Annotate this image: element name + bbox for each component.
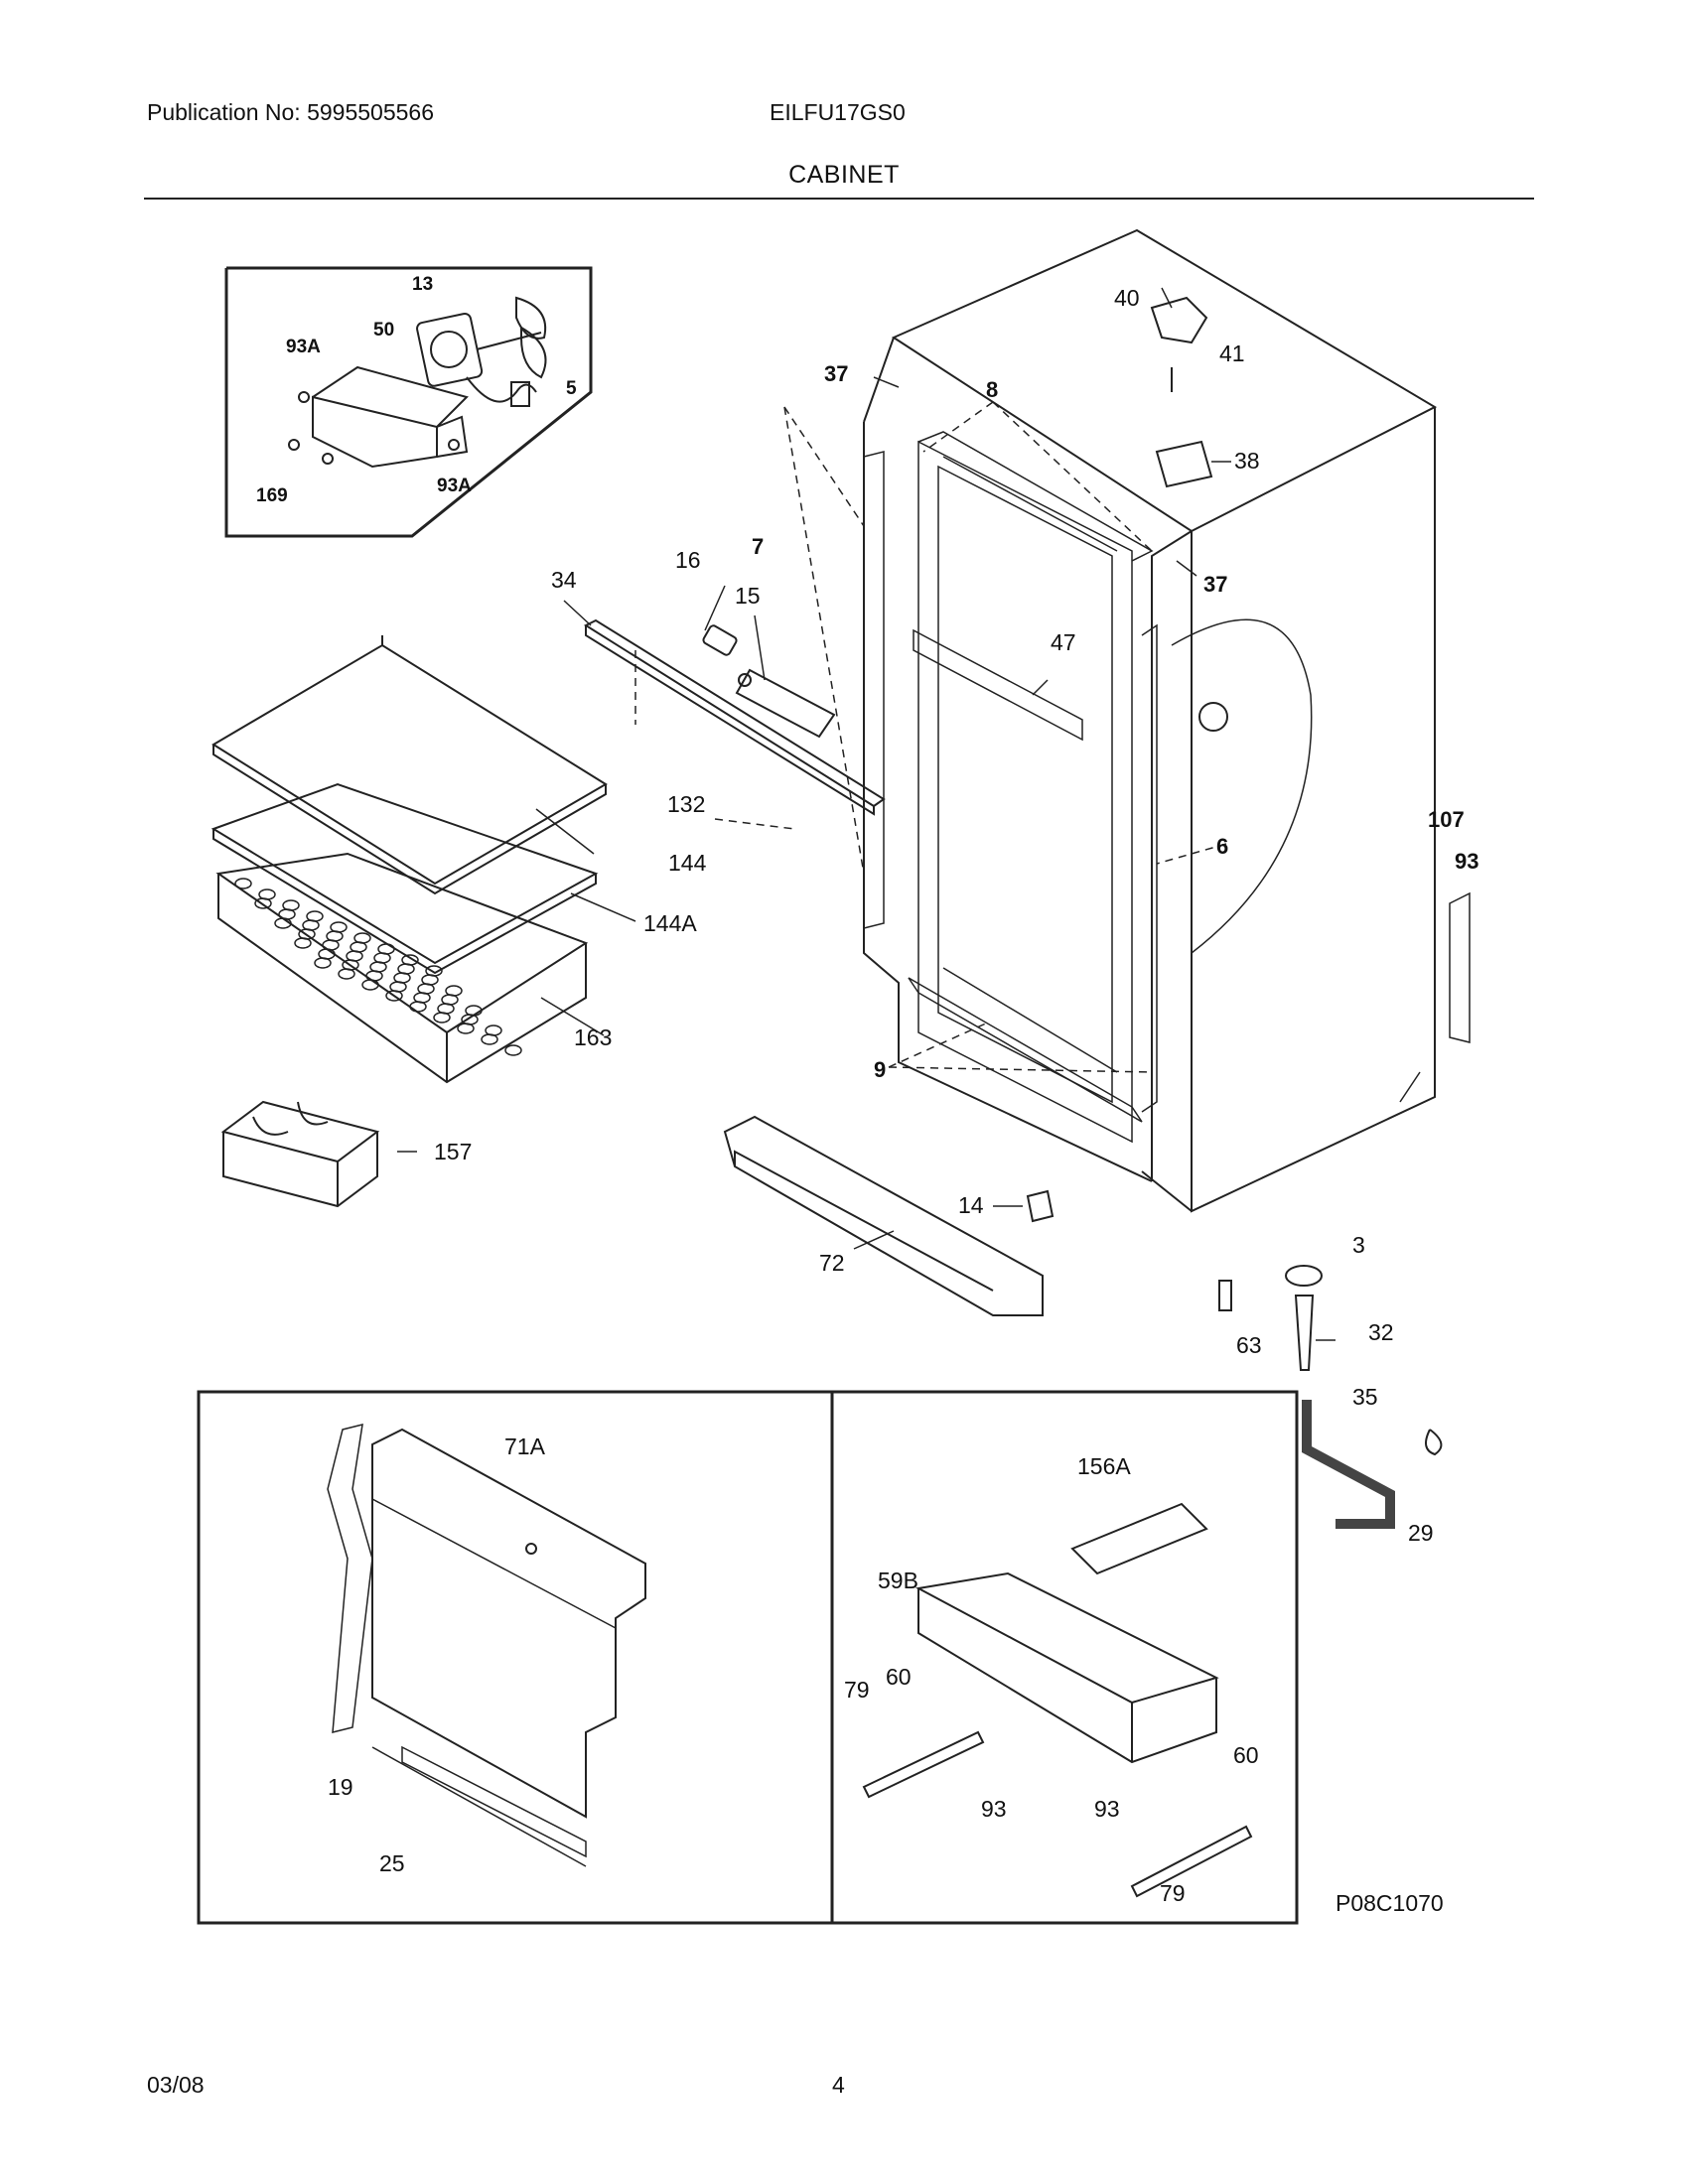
- basket-hole: [294, 937, 312, 949]
- label-93a: 93A: [286, 337, 321, 357]
- kickplate: [723, 1115, 1044, 1316]
- label-93: 93: [1455, 849, 1478, 874]
- label-63: 63: [1236, 1332, 1262, 1358]
- basket-hole: [385, 990, 403, 1002]
- label-157: 157: [434, 1139, 472, 1164]
- label-93a-b: 93A: [437, 476, 472, 496]
- label-19: 19: [328, 1774, 353, 1800]
- label-3: 3: [1352, 1232, 1365, 1258]
- label-93-basket-b: 93: [1094, 1796, 1120, 1822]
- header-rule: [144, 198, 1534, 200]
- top-hinge: [1150, 296, 1213, 488]
- label-29: 29: [1408, 1520, 1434, 1546]
- basket-hole: [504, 1044, 522, 1056]
- label-13: 13: [412, 274, 433, 295]
- label-38: 38: [1234, 448, 1260, 474]
- shelf-rail: [583, 618, 886, 816]
- small-bin: [220, 1100, 380, 1208]
- publication-date: 03/08: [147, 2072, 205, 2098]
- label-9: 9: [874, 1057, 886, 1082]
- basket-hole: [314, 957, 332, 969]
- basket-inset: [830, 1390, 1299, 1925]
- label-8: 8: [986, 377, 998, 402]
- label-32: 32: [1368, 1319, 1394, 1345]
- label-107: 107: [1428, 807, 1465, 832]
- label-15: 15: [735, 583, 761, 609]
- label-156a: 156A: [1077, 1453, 1131, 1479]
- label-37: 37: [824, 361, 848, 386]
- label-144a: 144A: [643, 910, 697, 936]
- label-40: 40: [1114, 285, 1140, 311]
- solid-leaders: [397, 287, 1421, 1341]
- label-47: 47: [1051, 629, 1076, 655]
- label-60: 60: [886, 1664, 912, 1690]
- label-16: 16: [675, 547, 701, 573]
- label-14: 14: [958, 1192, 984, 1218]
- label-59b: 59B: [878, 1568, 918, 1593]
- basket-hole: [361, 979, 379, 991]
- label-7: 7: [752, 534, 764, 559]
- drawing-code: P08C1070: [1336, 1890, 1444, 1916]
- label-50: 50: [373, 320, 394, 341]
- label-72: 72: [819, 1250, 845, 1276]
- basket-hole: [409, 1001, 427, 1013]
- basket-hole: [234, 878, 252, 889]
- cabinet-body: [863, 228, 1471, 1213]
- label-93-basket: 93: [981, 1796, 1007, 1822]
- label-79-b: 79: [1160, 1880, 1186, 1906]
- publication-number: Publication No: 5995505566: [147, 99, 435, 125]
- basket-hole: [338, 968, 355, 980]
- basket-hole: [274, 917, 292, 929]
- basket-hole: [481, 1033, 498, 1045]
- label-71a: 71A: [504, 1433, 546, 1459]
- shelves: [211, 635, 608, 1084]
- label-6: 6: [1216, 834, 1228, 859]
- label-25: 25: [379, 1850, 405, 1876]
- label-79: 79: [844, 1677, 870, 1703]
- basket-hole: [254, 897, 272, 909]
- label-163: 163: [574, 1024, 612, 1050]
- label-132: 132: [667, 791, 705, 817]
- basket-hole: [457, 1023, 475, 1034]
- door-liner-inset: [197, 1390, 834, 1925]
- shelf-holes: [234, 878, 522, 1056]
- leader-lines: [634, 401, 1227, 1073]
- label-5: 5: [566, 378, 577, 399]
- page-number: 4: [832, 2072, 845, 2098]
- small-hardware: [1026, 1189, 1443, 1529]
- light-assembly: [702, 624, 836, 739]
- label-60-b: 60: [1233, 1742, 1259, 1768]
- basket-hole: [433, 1012, 451, 1024]
- label-37-b: 37: [1203, 572, 1227, 597]
- label-144: 144: [668, 850, 707, 876]
- label-169: 169: [256, 485, 288, 506]
- section-title: CABINET: [788, 161, 900, 189]
- fan-motor-inset: [224, 266, 593, 538]
- label-35: 35: [1352, 1384, 1378, 1410]
- label-41: 41: [1219, 341, 1245, 366]
- label-34: 34: [551, 567, 577, 593]
- model-number: EILFU17GS0: [770, 99, 906, 125]
